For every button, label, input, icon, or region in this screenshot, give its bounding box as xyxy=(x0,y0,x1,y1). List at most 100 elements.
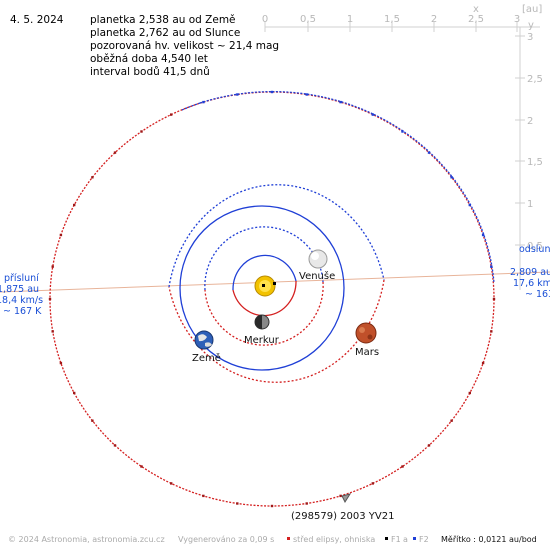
top-tick-label: 2,5 xyxy=(468,14,484,25)
orbit-point xyxy=(73,391,76,395)
orbit-point xyxy=(371,482,374,485)
sun xyxy=(254,275,276,297)
orbit-point xyxy=(481,233,485,237)
orbit-point xyxy=(270,90,274,94)
orbit-point xyxy=(427,444,431,447)
orbit-point xyxy=(59,233,63,237)
perihelion-temperature: ~ 167 K xyxy=(3,306,42,317)
top-tick-label: 0,5 xyxy=(300,14,316,25)
aphelion-temperature: ~ 163 K xyxy=(525,289,550,300)
orbit-point xyxy=(481,361,485,365)
orbit-point xyxy=(468,203,471,207)
orbit-point xyxy=(468,391,471,395)
right-tick-label: 2,5 xyxy=(527,74,543,85)
orbit-point xyxy=(140,130,143,133)
orbit-point xyxy=(339,100,342,104)
focus-marker xyxy=(273,282,276,285)
orbit-point xyxy=(113,151,117,154)
orbit-point xyxy=(270,504,274,508)
orbit-point xyxy=(170,113,173,116)
top-tick-label: 3 xyxy=(514,14,520,25)
right-tick-label: 3 xyxy=(527,32,533,43)
orbit-point xyxy=(73,203,76,207)
x-axis-name: x xyxy=(473,4,479,15)
mercury: Merkur xyxy=(244,314,280,346)
orbit-point xyxy=(51,330,54,333)
legend-f1: F1 xyxy=(391,535,401,544)
orbit-point xyxy=(91,176,94,179)
venus-label: Venuše xyxy=(299,270,335,282)
orbit-point xyxy=(48,297,52,301)
footer: © 2024 Astronomia, astronomia.zcu.cz Vyg… xyxy=(8,535,537,544)
mercury-orbit-north xyxy=(232,254,297,291)
info-interval: interval bodů 41,5 dnů xyxy=(90,66,210,78)
y-axis-name: y xyxy=(528,20,534,31)
venus: Venuše xyxy=(299,249,335,282)
info-period: oběžná doba 4,540 let xyxy=(90,53,208,65)
mars-orbit-north xyxy=(168,184,385,288)
focus-f2-swatch xyxy=(413,537,416,540)
mercury-label: Merkur xyxy=(244,335,280,346)
perihelion-speed: 18,4 km/s xyxy=(0,295,43,306)
orbit-point xyxy=(140,465,143,468)
orbit-point xyxy=(236,93,239,96)
orbit-point xyxy=(236,502,239,505)
mars-label: Mars xyxy=(355,347,379,358)
focus-f1-swatch xyxy=(385,537,388,540)
orbit-point xyxy=(339,494,342,498)
orbit-point xyxy=(371,113,374,116)
asteroid-orbit-south xyxy=(49,91,495,507)
orbit-point xyxy=(401,465,404,468)
venus-orbit-north xyxy=(204,226,324,291)
earth-label: Země xyxy=(192,352,221,364)
top-tick-label: 2 xyxy=(431,14,437,25)
legend-f2: F2 xyxy=(419,535,429,544)
asteroid-orbit-north xyxy=(199,90,495,284)
right-tick-label: 2 xyxy=(527,116,533,127)
venus-orbit-south xyxy=(204,281,324,346)
asteroid-orbit-points xyxy=(48,90,496,508)
orbit-point xyxy=(59,361,63,365)
orbit-point xyxy=(427,151,431,154)
generated-time: Vygenerováno za 0,09 s xyxy=(178,535,274,544)
asteroid-marker: (298579) 2003 YV21 xyxy=(291,493,394,522)
top-tick-label: 1,5 xyxy=(384,14,400,25)
perihelion-title: přísluní xyxy=(4,273,39,284)
perihelion-distance: 1,875 au xyxy=(0,284,39,295)
orbit-point xyxy=(450,419,453,422)
ellipse-center-swatch xyxy=(287,537,290,540)
legend-center-label: střed elipsy, ohniska xyxy=(293,535,375,544)
orbit-point xyxy=(490,265,493,268)
orbit-point xyxy=(401,130,404,133)
orbit-point xyxy=(492,297,496,301)
date-label: 4. 5. 2024 xyxy=(10,14,64,26)
mars: Mars xyxy=(355,322,379,358)
perihelion-info: přísluní 1,875 au 18,4 km/s ~ 167 K xyxy=(0,273,43,317)
orbit-point xyxy=(305,502,308,505)
right-tick-label: 1 xyxy=(527,199,533,210)
aphelion-info: odsluní 2,809 au 17,6 km/s ~ 163 K xyxy=(510,244,550,300)
orbit-point xyxy=(305,93,308,96)
axis-unit: [au] xyxy=(522,4,542,15)
right-tick-label: 0,5 xyxy=(527,241,543,252)
orbit-point xyxy=(202,100,205,104)
orbit-point xyxy=(490,330,493,333)
info-block: 4. 5. 2024 planetka 2,538 au od Země pla… xyxy=(10,14,279,78)
right-axis: 3 2,5 2 1,5 1 0,5 y xyxy=(515,20,543,290)
earth: Země xyxy=(192,330,221,364)
earth-orbit xyxy=(179,205,345,371)
mercury-orbit-south xyxy=(232,280,297,317)
top-axis: 0 0,5 1 1,5 2 2,5 3 x [au] xyxy=(262,4,542,32)
right-tick-label: 1,5 xyxy=(527,157,543,168)
orbit-point xyxy=(113,444,117,447)
info-magnitude: pozorovaná hv. velikost ~ 21,4 mag xyxy=(90,40,279,52)
asteroid-label: (298579) 2003 YV21 xyxy=(291,511,394,522)
aphelion-speed: 17,6 km/s xyxy=(513,278,550,289)
info-earth-distance: planetka 2,538 au od Země xyxy=(90,14,236,26)
aphelion-distance: 2,809 au xyxy=(510,267,550,278)
orbit-point xyxy=(450,176,453,179)
info-sun-distance: planetka 2,762 au od Slunce xyxy=(90,27,240,39)
orbit-point xyxy=(170,482,173,485)
orbit-point xyxy=(51,265,54,268)
